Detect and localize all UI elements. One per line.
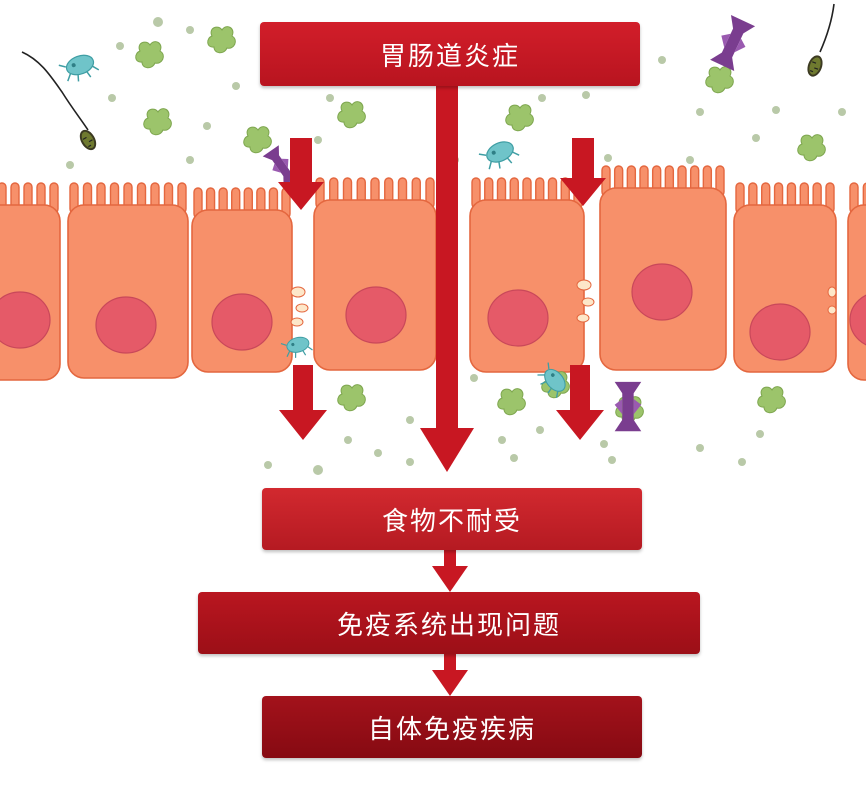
flagellate-icon xyxy=(804,52,826,80)
food-particle xyxy=(143,108,172,136)
food-particle xyxy=(243,126,272,154)
bacteria-icon xyxy=(477,136,522,175)
leak-arrows xyxy=(278,138,606,440)
gut-inflammation-label: 胃肠道炎症 xyxy=(379,41,520,72)
dots-top xyxy=(66,17,846,169)
cell-nucleus xyxy=(487,289,549,347)
food-particle xyxy=(757,386,786,414)
flow-arrows xyxy=(432,550,468,696)
food-particle xyxy=(337,384,366,412)
food-intolerance-label: 食物不耐受 xyxy=(381,506,522,537)
autoimmune-disease-label: 自体免疫疾病 xyxy=(367,714,536,745)
food-particle xyxy=(797,134,826,162)
food-particle xyxy=(337,101,366,129)
food-particle xyxy=(505,104,534,132)
food-particle xyxy=(207,26,236,54)
immune-problem-box: 免疫系统出现问题 xyxy=(198,592,700,654)
immune-problem-label: 免疫系统出现问题 xyxy=(336,610,561,641)
intestinal-cell xyxy=(191,187,293,373)
autoimmune-disease-box: 自体免疫疾病 xyxy=(262,696,642,758)
cell-nucleus xyxy=(849,294,866,346)
gut-inflammation-box: 胃肠道炎症 xyxy=(260,22,640,86)
broken-tight-junctions xyxy=(290,279,837,327)
intestinal-cell xyxy=(469,177,585,373)
intestinal-cell xyxy=(847,182,866,381)
cell-nucleus xyxy=(345,286,407,344)
bacteria-icon xyxy=(57,50,101,87)
main-down-arrow xyxy=(420,86,474,472)
food-particle xyxy=(705,66,734,94)
food-intolerance-box: 食物不耐受 xyxy=(262,488,642,550)
intestinal-cell xyxy=(599,165,727,371)
cell-nucleus xyxy=(749,303,811,361)
parasite-icon xyxy=(710,14,756,72)
cell-nucleus xyxy=(0,291,51,349)
parasite-icon xyxy=(614,381,642,432)
cell-nucleus xyxy=(211,293,273,351)
intestinal-cell xyxy=(67,182,189,379)
dots-bottom xyxy=(264,374,764,475)
cell-nucleus xyxy=(95,296,157,354)
intestinal-cell xyxy=(0,182,61,381)
intestinal-cell-layer xyxy=(0,165,866,381)
intestinal-cell xyxy=(733,182,837,373)
food-particle xyxy=(497,388,526,416)
flagellate-icon xyxy=(75,126,101,154)
cell-nucleus xyxy=(631,263,693,321)
food-particle xyxy=(135,41,164,69)
intestinal-cell xyxy=(313,177,437,371)
